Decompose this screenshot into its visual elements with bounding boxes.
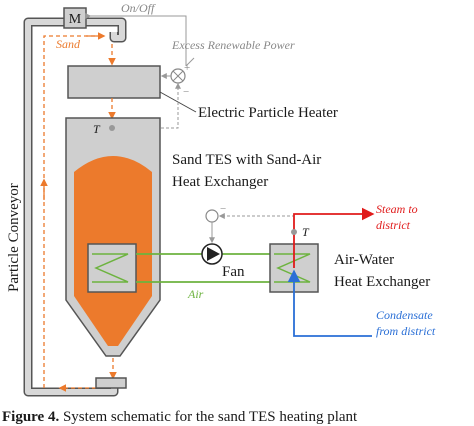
air-label: Air: [187, 287, 204, 301]
fan-triangle: [207, 247, 220, 261]
excess-power-line: [185, 57, 195, 67]
on-off-line: [85, 13, 187, 66]
bottom-hopper: [95, 377, 127, 389]
conveyor-label: Particle Conveyor: [6, 183, 22, 292]
hx-temperature-sensor: [291, 229, 297, 235]
condensate-label-line1: Condensate: [376, 308, 433, 322]
figure-caption: Figure 4. System schematic for the sand …: [2, 409, 358, 425]
excess-power-label: Excess Renewable Power: [171, 38, 295, 52]
sand-label: Sand: [56, 37, 81, 51]
fan-control-junction: [205, 209, 219, 223]
power-control-junction: Excess Renewable Power + −: [116, 38, 295, 129]
heater-box: [67, 65, 161, 99]
caption-bold: Figure 4.: [2, 409, 59, 425]
motor-label: M: [69, 12, 82, 27]
tes-temperature-label: T: [93, 122, 101, 136]
tes-label-line1: Sand TES with Sand-Air: [172, 152, 321, 168]
condensate-line: [287, 269, 372, 337]
hx-label-line1: Air-Water: [334, 252, 394, 268]
fan-label: Fan: [222, 264, 245, 280]
condensate-label-line2: from district: [376, 324, 436, 338]
sand-flow-left: [43, 35, 100, 388]
hx-temperature-label: T: [302, 225, 310, 239]
electric-particle-heater: Electric Particle Heater: [67, 44, 338, 121]
sand-air-hx-coil: [92, 253, 129, 283]
hx-label-line2: Heat Exchanger: [334, 274, 430, 290]
tes-label-line2: Heat Exchanger: [172, 174, 268, 190]
conveyor-top-run-inner: [66, 19, 125, 41]
caption-rest: System schematic for the sand TES heatin…: [59, 409, 358, 425]
hx-temp-feedback: [218, 213, 295, 232]
minus-sign: −: [183, 86, 189, 98]
steam-label-line2: district: [376, 218, 411, 232]
motor: M: [63, 7, 87, 29]
sand-air-heat-exchanger: [87, 243, 137, 293]
fan-control-minus: −: [220, 203, 226, 215]
on-off-control: On/Off: [85, 1, 187, 66]
summing-junction-cross-b: [172, 70, 184, 82]
on-off-label: On/Off: [121, 1, 156, 15]
steam-label-line1: Steam to: [376, 202, 418, 216]
air-loop: Air Fan −: [136, 203, 295, 301]
steam-line: [293, 207, 375, 268]
heater-label: Electric Particle Heater: [198, 105, 338, 121]
water-steam-loop: T Steam to district Condensate from dist…: [287, 202, 436, 338]
plus-sign: +: [184, 62, 190, 74]
tes-temperature-sensor: [109, 125, 115, 131]
